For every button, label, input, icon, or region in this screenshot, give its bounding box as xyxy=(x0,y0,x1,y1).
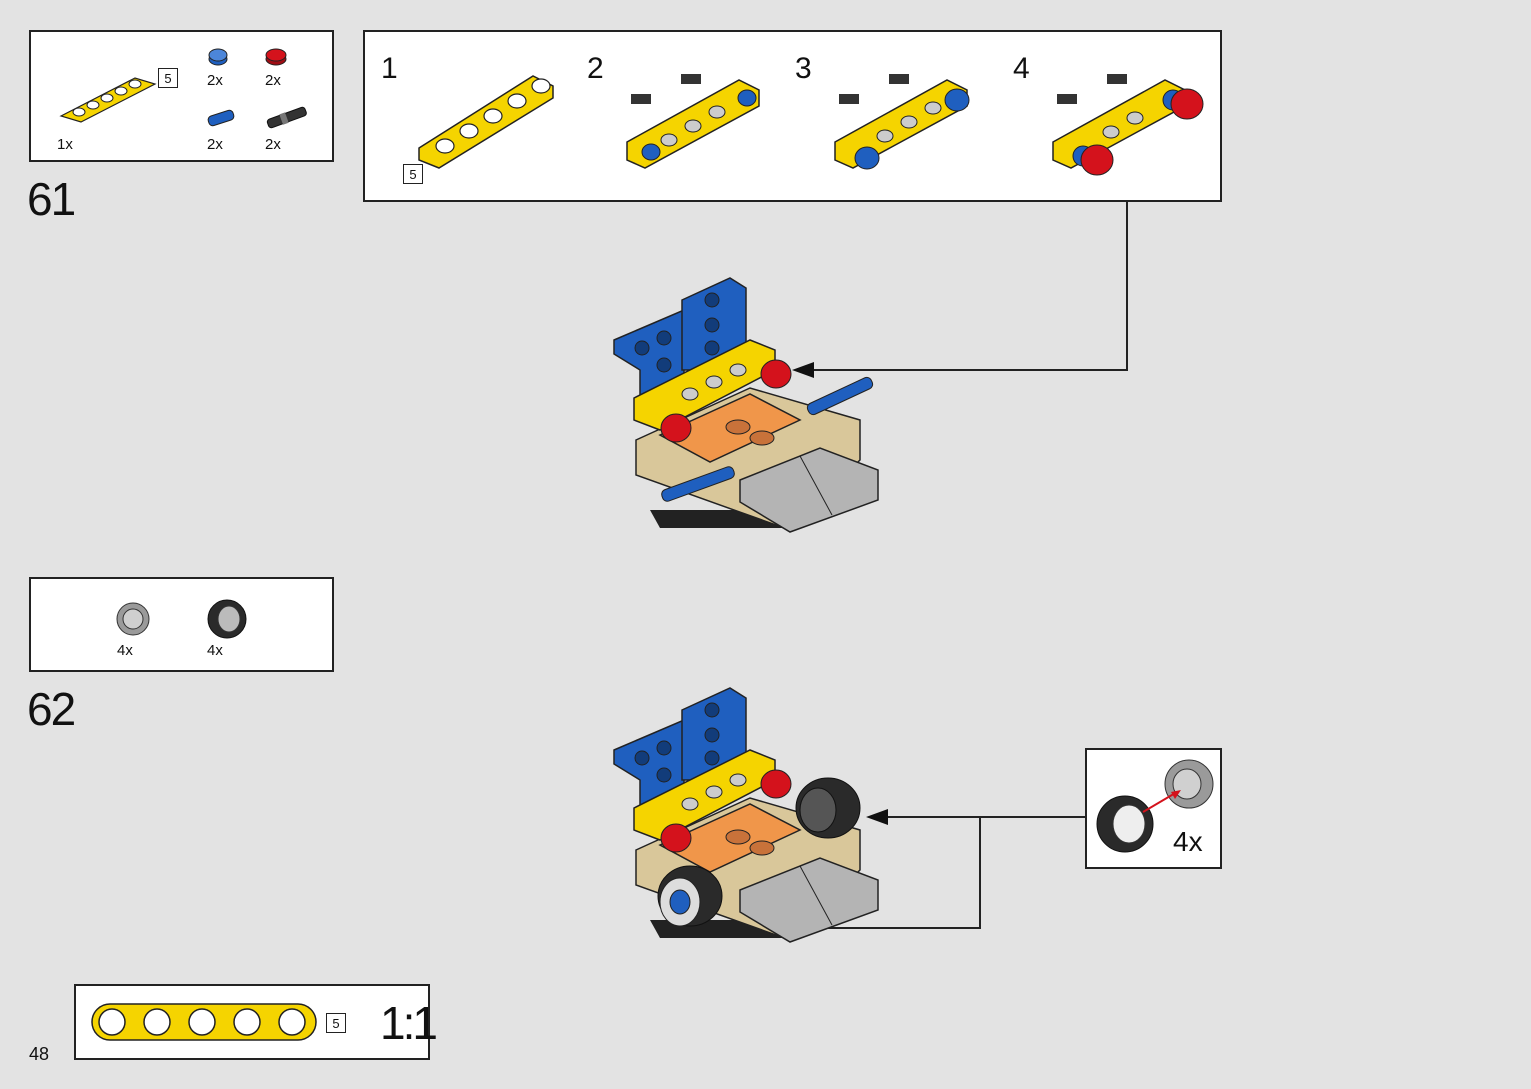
substep-1-beam xyxy=(418,75,554,169)
ruler-scale-label: 1:1 xyxy=(380,997,438,1049)
rim-quantity: 4x xyxy=(117,642,133,659)
substep-beam-length-label: 5 xyxy=(403,164,423,184)
substep-1-label: 1 xyxy=(381,52,398,85)
blue-bush-icon xyxy=(208,48,228,66)
model-step-61 xyxy=(613,277,879,533)
black-pin-icon xyxy=(266,106,307,129)
beam-quantity: 1x xyxy=(57,136,73,153)
substep-2-assembly xyxy=(626,74,760,169)
yellow-beam-5-icon xyxy=(59,77,157,123)
parts-list-step-61: 1x 5 2x 2x 2x 2x xyxy=(29,30,334,162)
blue-axle-pin-icon xyxy=(207,109,235,127)
page-number: 48 xyxy=(29,1044,50,1064)
black-pin-quantity: 2x xyxy=(265,136,281,153)
ruler-length-label: 5 xyxy=(326,1013,346,1033)
step-number-61: 61 xyxy=(27,173,76,225)
tyre-icon xyxy=(207,599,247,639)
substep-2-label: 2 xyxy=(587,52,604,85)
ruler-beam-icon xyxy=(91,1003,317,1041)
wheel-assembly-icon xyxy=(1096,759,1214,853)
substep-3-assembly xyxy=(834,74,970,170)
tyre-quantity: 4x xyxy=(207,642,223,659)
beam-length-label: 5 xyxy=(158,68,178,88)
model-step-62 xyxy=(613,687,879,943)
blue-bush-quantity: 2x xyxy=(207,72,223,89)
wheel-callout-box: 4x xyxy=(1085,748,1222,869)
beam-ruler-box: 5 1:1 xyxy=(74,984,438,1060)
step-number-62: 62 xyxy=(27,683,76,735)
substep-4-label: 4 xyxy=(1013,52,1030,85)
gray-rim-icon xyxy=(116,602,150,636)
sub-assembly-box: 1 2 3 4 5 xyxy=(363,30,1222,202)
callout-multiplier: 4x xyxy=(1173,826,1203,857)
blue-axle-pin-quantity: 2x xyxy=(207,136,223,153)
red-bush-quantity: 2x xyxy=(265,72,281,89)
substep-4-assembly xyxy=(1052,74,1204,176)
substep-3-label: 3 xyxy=(795,52,812,85)
red-bush-icon xyxy=(265,48,287,66)
parts-list-step-62: 4x 4x xyxy=(29,577,334,672)
